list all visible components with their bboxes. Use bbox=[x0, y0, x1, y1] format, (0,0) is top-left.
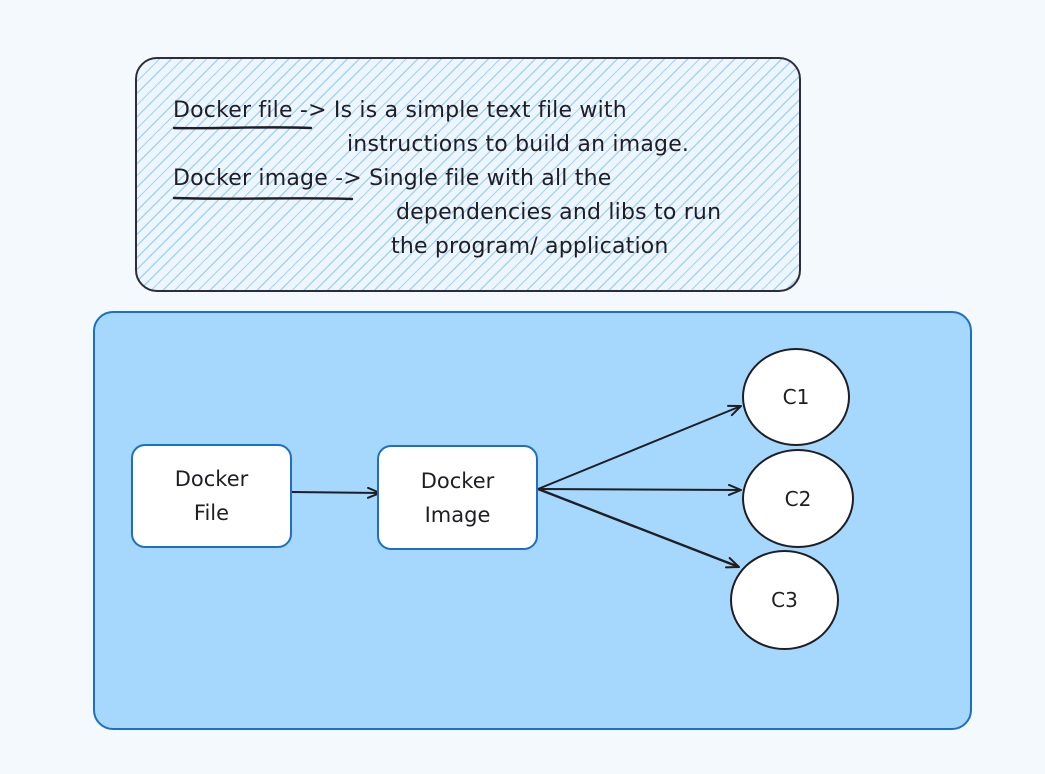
docker-file-label-1: Docker bbox=[174, 467, 249, 491]
note-line-2: instructions to build an image. bbox=[347, 132, 690, 157]
docker-image-underline bbox=[172, 196, 354, 201]
container-c3[interactable]: C3 bbox=[730, 550, 839, 650]
note-line-1: Docker file -> Is is a simple text file … bbox=[173, 98, 627, 123]
note-line-5: the program/ application bbox=[391, 234, 669, 259]
container-c3-label: C3 bbox=[771, 588, 798, 612]
docker-image-label-2: Image bbox=[424, 502, 491, 527]
container-c2[interactable]: C2 bbox=[742, 449, 854, 548]
note-line-3: Docker image -> Single file with all the bbox=[173, 166, 612, 191]
arrow-image-to-c3 bbox=[537, 487, 740, 569]
definition-note bbox=[135, 57, 801, 292]
docker-file-box[interactable]: Docker File bbox=[131, 444, 292, 548]
note-line-4: dependencies and libs to run bbox=[396, 200, 722, 225]
arrow-image-to-c1 bbox=[537, 404, 742, 490]
arrow-file-to-image bbox=[291, 486, 381, 499]
docker-image-box[interactable]: Docker Image bbox=[377, 445, 538, 550]
container-c2-label: C2 bbox=[784, 486, 812, 511]
docker-file-term: Docker file bbox=[173, 98, 293, 123]
docker-image-label-1: Docker bbox=[420, 468, 495, 493]
container-c1-label: C1 bbox=[782, 385, 810, 409]
docker-image-term: Docker image bbox=[173, 166, 328, 191]
container-c1[interactable]: C1 bbox=[742, 348, 850, 446]
docker-file-label-2: File bbox=[193, 501, 230, 525]
arrow-image-to-c2 bbox=[537, 483, 742, 496]
docker-file-underline bbox=[172, 126, 313, 130]
